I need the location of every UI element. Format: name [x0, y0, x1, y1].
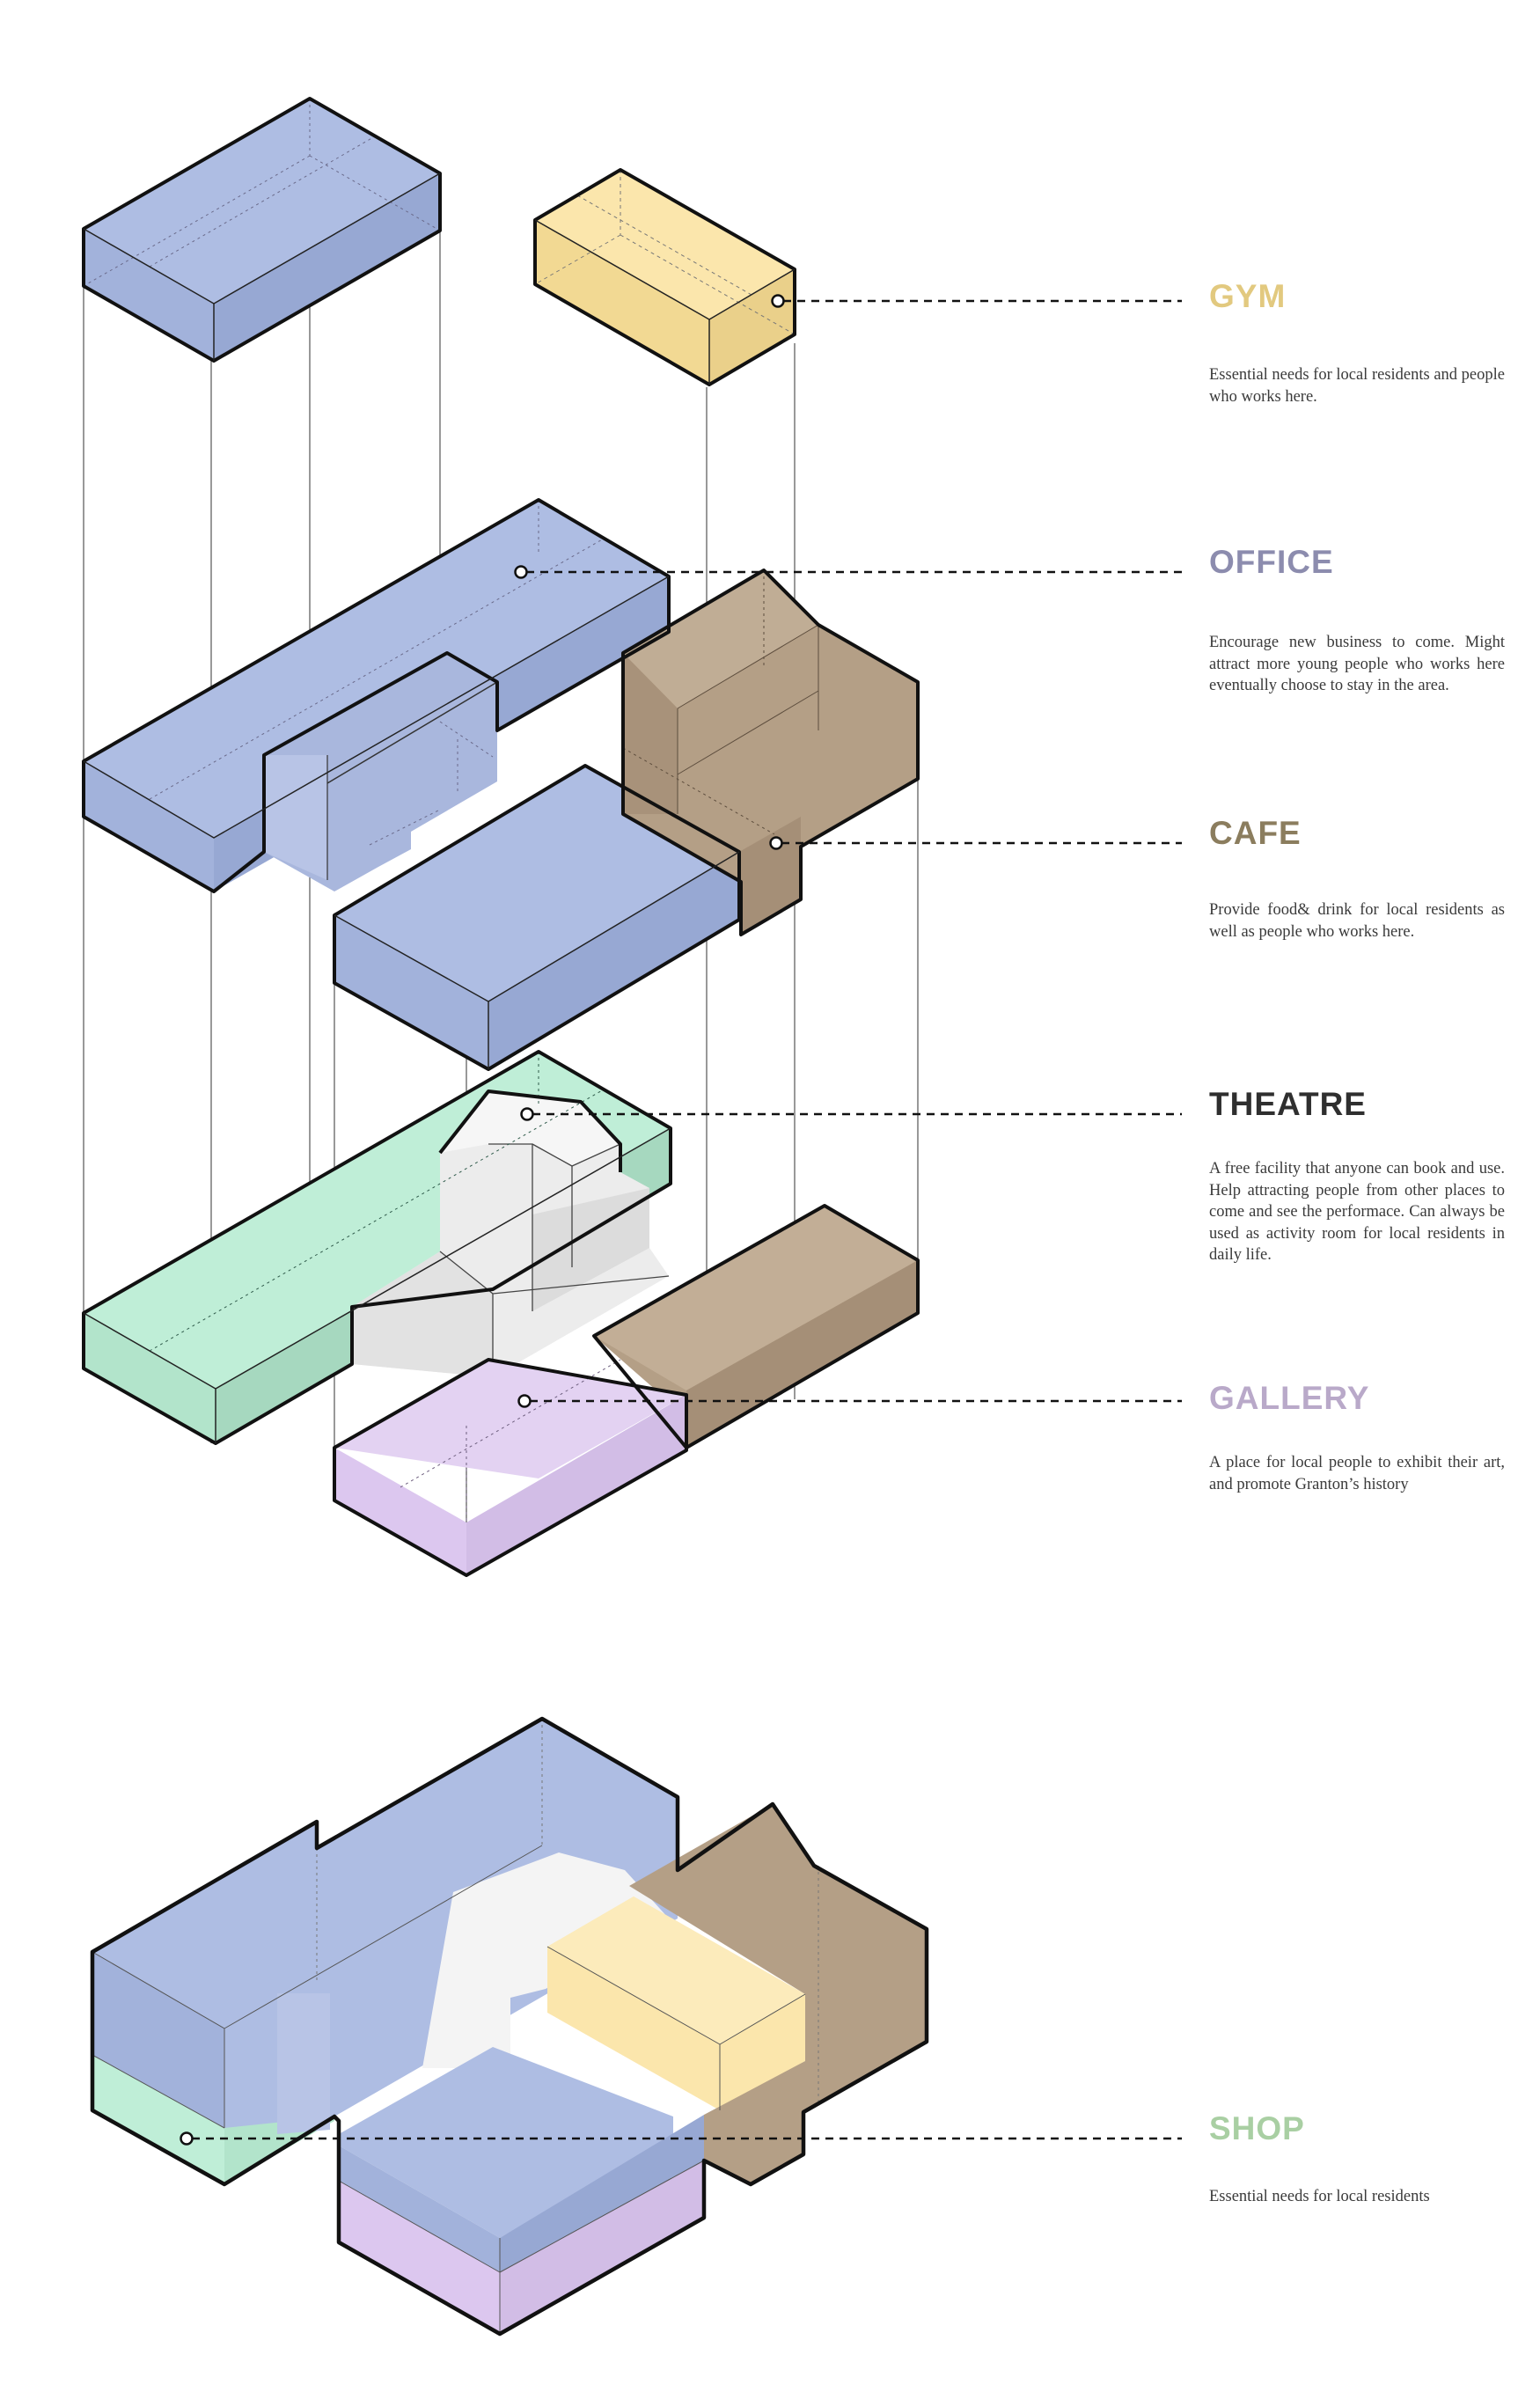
shop-title: SHOP [1209, 2110, 1305, 2146]
office-description: Encourage new business to come. Might at… [1209, 634, 1505, 694]
theatre-description: A free facility that anyone can book and… [1209, 1160, 1505, 1264]
gym-title: GYM [1209, 278, 1287, 314]
assembled-office-wing [339, 2047, 673, 2238]
office-lower-wing-front [334, 915, 488, 1069]
gym-block-top [535, 170, 795, 319]
gallery-title: GALLERY [1209, 1380, 1370, 1416]
assembled-shop [92, 2055, 224, 2184]
gallery-description: A place for local people to exhibit thei… [1209, 1454, 1505, 1493]
assembled-cafe [629, 1804, 927, 2184]
cafe-title: CAFE [1209, 815, 1302, 851]
office-upper-side [214, 173, 440, 361]
shop-bar-front [84, 1313, 216, 1443]
assembled-model [90, 1716, 929, 2337]
gallery-side [466, 1395, 686, 1575]
office-title: OFFICE [1209, 544, 1334, 580]
office-middle-block [82, 498, 920, 1071]
office-upper-front [84, 229, 214, 361]
gallery-front [334, 1448, 466, 1575]
office-lower-wing-side [488, 852, 739, 1069]
office-upper-block [82, 97, 442, 363]
gym-block-front [535, 220, 709, 385]
theatre-title: THEATRE [1209, 1086, 1367, 1122]
leader-endpoints [180, 294, 785, 2146]
assembled-theatre [422, 1852, 669, 2068]
office-upper-top [84, 99, 440, 304]
assembled-office-left [92, 1719, 678, 2128]
leader-lines [192, 299, 1182, 2140]
cafe-description: Provide food& drink for local residents … [1209, 901, 1505, 941]
assembled-gallery [339, 2181, 500, 2334]
office-long-bar-front [84, 761, 214, 891]
shop-description: Essential needs for local residents [1209, 2188, 1430, 2205]
ground-level-blocks [82, 1050, 920, 1577]
gym-block [533, 168, 796, 386]
gallery-top [334, 1360, 686, 1478]
gym-description: Essential needs for local residents and … [1209, 366, 1505, 406]
